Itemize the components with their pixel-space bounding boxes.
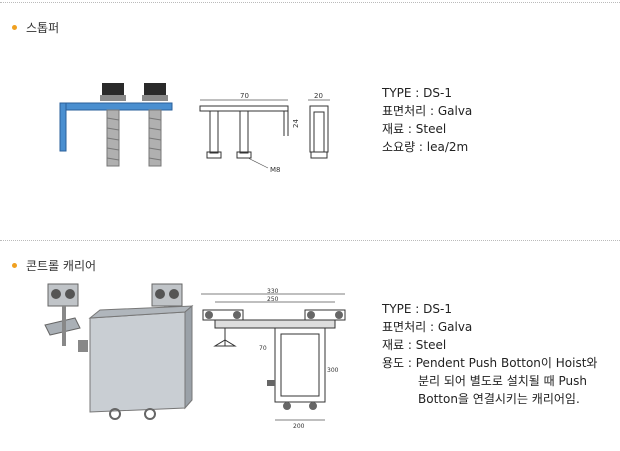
stopper-photo (59, 83, 173, 167)
spec-type: TYPE : DS-1 (382, 302, 452, 316)
section-bullet-icon (12, 263, 17, 268)
top-divider (0, 2, 620, 3)
dim-inner-label: 250 (267, 296, 279, 303)
section-title-control-carrier: 콘트롤 캐리어 (26, 259, 97, 273)
stopper-drawing: 70 M8 24 20 (199, 92, 330, 174)
dim-total-label: 330 (267, 288, 279, 295)
spec-quantity: 소요량 : lea/2m (382, 140, 469, 154)
spec-material: 재료 : Steel (382, 122, 447, 136)
dim-offset-label: 70 (259, 345, 267, 352)
carrier-specs: TYPE : DS-1 표면처리 : Galva 재료 : Steel 용도 :… (382, 300, 597, 408)
dim-depth-label: 20 (314, 92, 323, 100)
carrier-drawing: 330 250 70 300 200 (201, 288, 346, 430)
spec-usage-cont: 분리 되어 별도로 설치될 때 Push (418, 374, 588, 388)
stopper-specs: TYPE : DS-1 표면처리 : Galva 재료 : Steel 소요량 … (382, 84, 472, 156)
spec-usage-cont: Botton을 연결시키는 캐리어임. (418, 392, 580, 406)
dim-base-label: 200 (293, 423, 305, 430)
section-title-stopper: 스톱퍼 (26, 21, 60, 35)
bolt-size-label: M8 (270, 166, 281, 174)
dim-height-label: 24 (292, 119, 300, 128)
dim-height-label: 300 (327, 367, 339, 374)
spec-finish: 표면처리 : Galva (382, 320, 473, 334)
spec-material: 재료 : Steel (382, 338, 447, 352)
dim-width-label: 70 (240, 92, 249, 100)
section-bullet-icon (12, 25, 17, 30)
middle-divider (0, 240, 620, 241)
carrier-photo (44, 283, 194, 420)
spec-finish: 표면처리 : Galva (382, 104, 473, 118)
spec-usage: 용도 : Pendent Push Botton이 Hoist와 (382, 356, 598, 370)
spec-type: TYPE : DS-1 (382, 86, 452, 100)
